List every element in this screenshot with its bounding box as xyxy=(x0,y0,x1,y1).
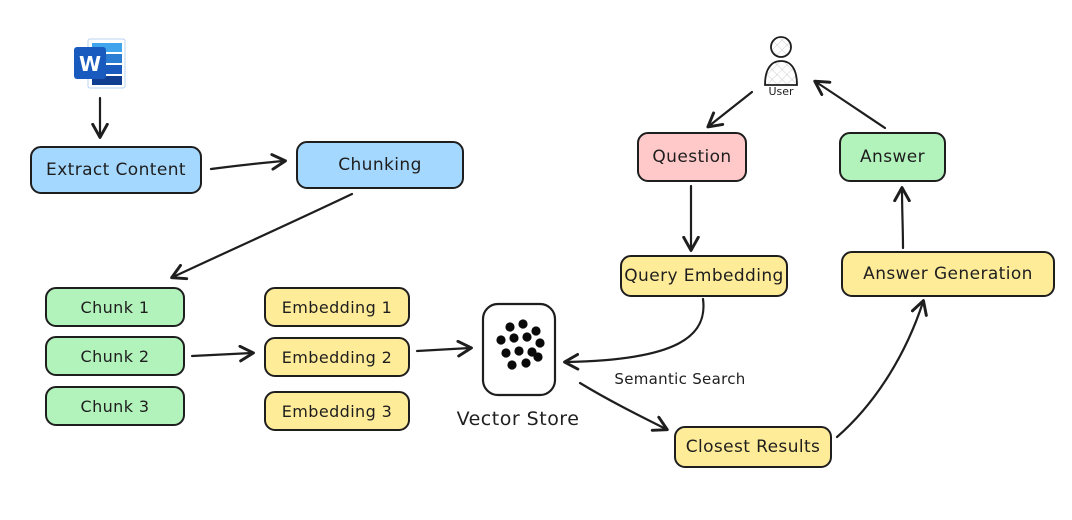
vector-store-label: Vector Store xyxy=(456,408,580,430)
node-answer-generation: Answer Generation xyxy=(841,251,1055,297)
node-embedding-3: Embedding 3 xyxy=(264,391,410,431)
edge-embedding2-to-vectorstore xyxy=(415,339,473,358)
node-label: Chunk 2 xyxy=(80,346,150,366)
edge-closestresults-to-answergeneration xyxy=(835,299,928,439)
node-chunk-3: Chunk 3 xyxy=(45,386,185,426)
edge-vectorstore-to-closestresults xyxy=(578,381,669,432)
node-label: Question xyxy=(652,147,732,167)
node-label: Extract Content xyxy=(46,160,186,180)
node-chunk-1: Chunk 1 xyxy=(45,287,185,327)
node-embedding-1: Embedding 1 xyxy=(264,287,410,327)
node-label: Answer Generation xyxy=(863,264,1033,284)
edge-chunking-to-chunks xyxy=(170,192,354,281)
user-label: User xyxy=(768,85,794,98)
vector-store-icon xyxy=(481,302,557,397)
edge-answergeneration-to-answer xyxy=(893,186,911,250)
semantic-search-label: Semantic Search xyxy=(614,370,746,388)
node-extract-content: Extract Content xyxy=(30,146,202,194)
node-label: Chunk 1 xyxy=(80,297,150,317)
person-icon xyxy=(764,36,798,86)
edge-queryembedding-to-vectorstore xyxy=(563,297,705,371)
node-query-embedding: Query Embedding xyxy=(620,255,788,297)
node-label: Embedding 2 xyxy=(281,347,393,367)
edge-extract-to-chunking xyxy=(209,153,287,171)
node-label: Embedding 3 xyxy=(281,401,393,421)
node-label: Query Embedding xyxy=(624,266,784,286)
node-label: Chunking xyxy=(338,155,422,175)
node-embedding-2: Embedding 2 xyxy=(264,337,410,377)
node-question: Question xyxy=(637,132,747,182)
node-chunking: Chunking xyxy=(296,141,464,189)
node-label: Answer xyxy=(859,147,925,167)
node-label: Chunk 3 xyxy=(80,396,150,416)
vector-store-dots-icon xyxy=(496,319,545,370)
svg-text:W: W xyxy=(79,52,101,76)
node-closest-results: Closest Results xyxy=(674,426,832,468)
edge-chunk2-to-embedding2 xyxy=(190,344,255,363)
node-answer: Answer xyxy=(839,132,946,182)
node-chunk-2: Chunk 2 xyxy=(45,336,185,376)
node-label: Closest Results xyxy=(685,437,821,457)
edge-answer-to-user xyxy=(813,79,887,130)
node-label: Embedding 1 xyxy=(281,297,393,317)
edge-user-to-question xyxy=(706,90,754,129)
word-document-icon: W xyxy=(74,38,126,89)
